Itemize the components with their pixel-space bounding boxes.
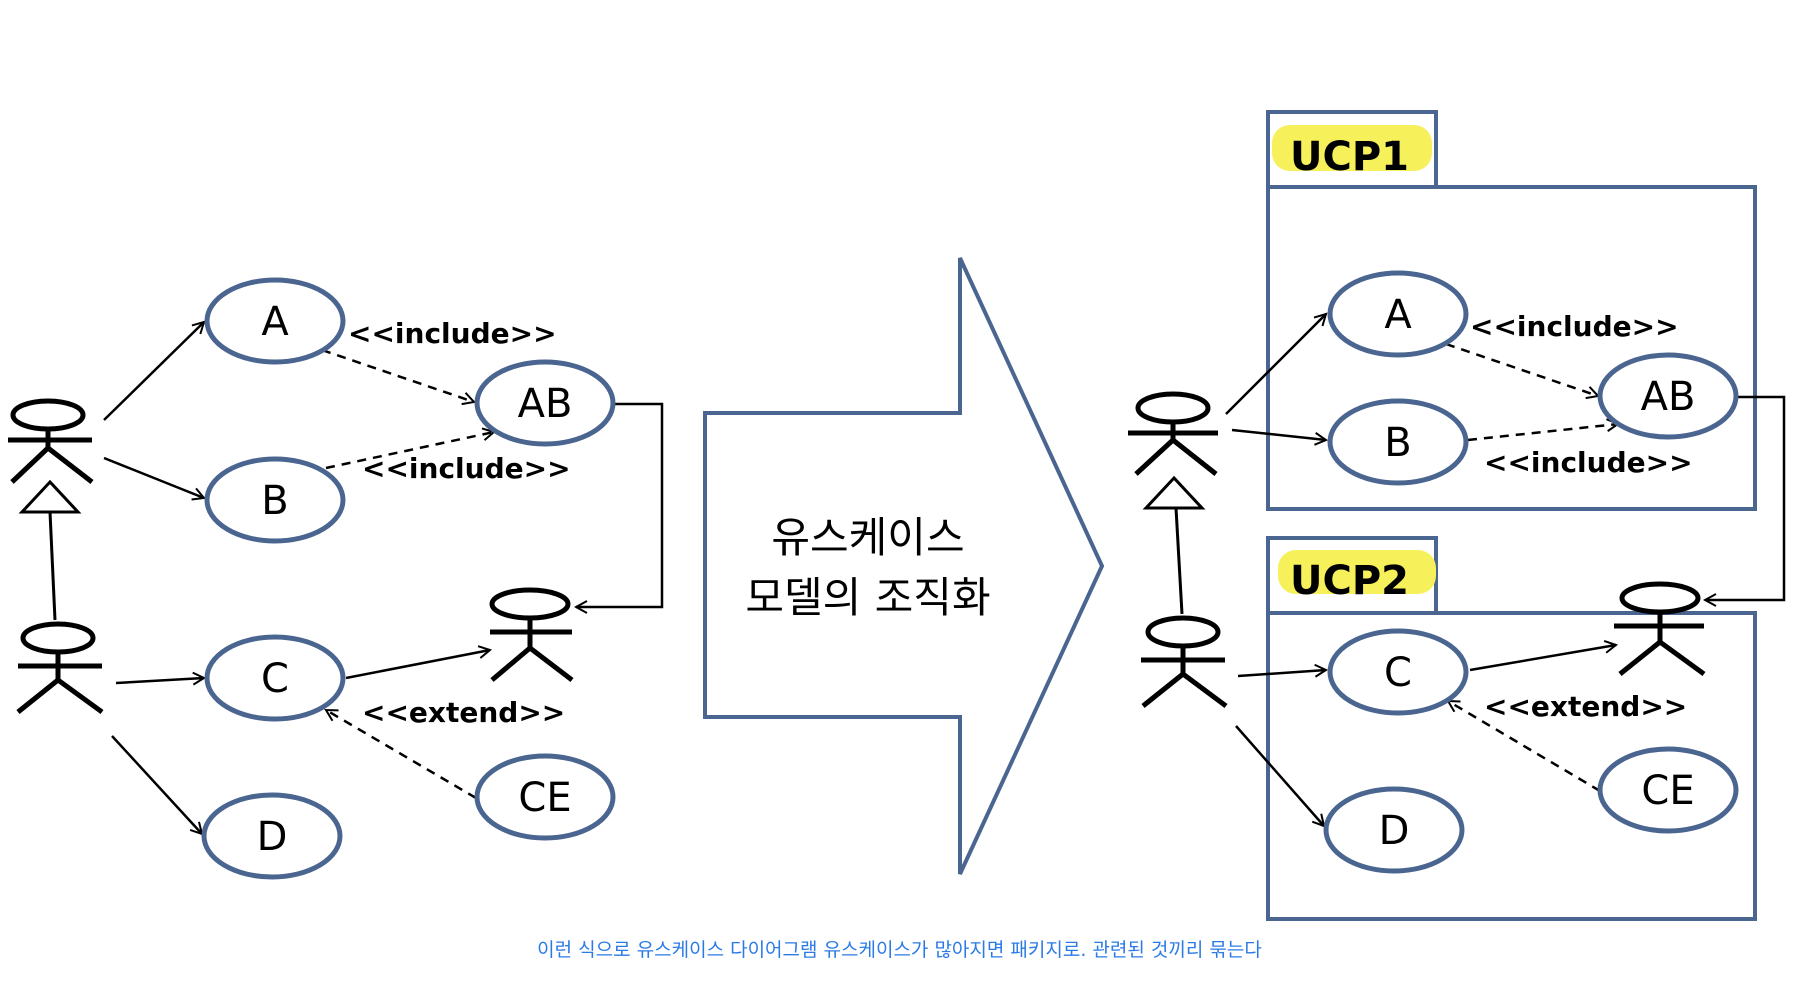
assoc-r-actor-b (1231, 428, 1326, 440)
use-case-ab[interactable] (474, 359, 616, 447)
include-label-bottom: <<include>> (362, 452, 571, 485)
actor-stick-figure-right (489, 587, 574, 682)
assoc-r-c-actor3 (1469, 645, 1616, 672)
use-case-c-label: C (261, 656, 289, 702)
use-case-ce-label: CE (518, 775, 571, 821)
extend-label: <<extend>> (362, 696, 565, 729)
left-diagram: A B AB C CE D <<include>> <<include>> <<… (8, 277, 664, 880)
use-case-r-ce-label: CE (1641, 768, 1694, 814)
assoc-c-actor3 (345, 650, 490, 680)
assoc-r-actor2-c (1237, 670, 1326, 676)
actor-stick-figure-top-right (1128, 391, 1218, 476)
use-case-r-c[interactable] (1327, 628, 1469, 716)
actor-stick-figure-bottom-right (1141, 615, 1228, 709)
caption-text: 이런 식으로 유스케이스 다이어그램 유스케이스가 많아지면 패키지로. 관련된… (537, 939, 1262, 961)
use-case-r-b-label: B (1384, 420, 1411, 466)
assoc-actor2-c (115, 678, 204, 683)
right-diagram: UCP1 UCP2 (1128, 110, 1786, 921)
include-b-ab (325, 432, 494, 470)
generalization-triangle-right (1142, 475, 1206, 510)
use-case-d-label: D (257, 814, 288, 860)
generalization-triangle (18, 479, 82, 514)
include-r-label-bottom: <<include>> (1484, 446, 1693, 479)
generalization-line (48, 511, 57, 621)
package-ucp2[interactable]: UCP2 (1266, 536, 1757, 921)
use-case-d[interactable] (201, 792, 343, 880)
generalization-line-right (1174, 507, 1184, 615)
use-case-r-d[interactable] (1323, 786, 1465, 874)
use-case-r-d-label: D (1379, 808, 1410, 854)
extend-r-ce-c (1448, 699, 1601, 793)
assoc-r-ab-actor3 (1705, 395, 1786, 600)
use-case-r-a-label: A (1384, 292, 1412, 338)
big-right-arrow (703, 257, 1105, 875)
use-case-ce[interactable] (474, 753, 616, 841)
actor-stick-figure-bottom (16, 621, 104, 715)
package-ucp2-highlight (1278, 550, 1436, 594)
assoc-ab-actor3 (576, 402, 664, 607)
include-r-a-ab (1445, 342, 1598, 396)
actor-stick-figure-top (8, 398, 94, 484)
organize-arrow: 유스케이스 모델의 조직화 (703, 257, 1105, 875)
extend-ce-c (326, 708, 477, 800)
include-a-ab (321, 348, 474, 402)
package-ucp1-label: UCP1 (1290, 134, 1409, 180)
arrow-text-line1: 유스케이스 (771, 513, 964, 562)
include-r-label-top: <<include>> (1470, 310, 1679, 343)
use-case-a[interactable] (204, 277, 346, 365)
use-case-b-label: B (261, 478, 288, 524)
use-case-r-ab[interactable] (1597, 352, 1739, 440)
include-label-top: <<include>> (348, 317, 557, 350)
use-case-r-b[interactable] (1327, 398, 1469, 486)
use-case-a-label: A (261, 299, 289, 345)
use-case-c[interactable] (204, 634, 346, 722)
extend-r-label: <<extend>> (1484, 690, 1687, 723)
use-case-r-c-label: C (1384, 650, 1412, 696)
assoc-actor2-d (111, 735, 202, 834)
package-ucp1[interactable]: UCP1 (1266, 110, 1757, 511)
actor-stick-figure-right-pkg (1614, 581, 1706, 677)
assoc-actor-b (103, 456, 204, 498)
use-case-b[interactable] (204, 456, 346, 544)
use-case-r-ab-label: AB (1641, 374, 1696, 420)
arrow-text-line2: 모델의 조직화 (745, 573, 990, 622)
use-case-r-a[interactable] (1327, 270, 1469, 358)
use-case-r-ce[interactable] (1597, 746, 1739, 834)
assoc-r-actor2-d (1235, 725, 1324, 826)
package-ucp2-label: UCP2 (1290, 558, 1409, 604)
assoc-r-actor-a (1225, 314, 1326, 415)
assoc-actor-a (103, 322, 204, 421)
use-case-ab-label: AB (518, 381, 573, 427)
package-ucp1-highlight (1272, 125, 1432, 171)
